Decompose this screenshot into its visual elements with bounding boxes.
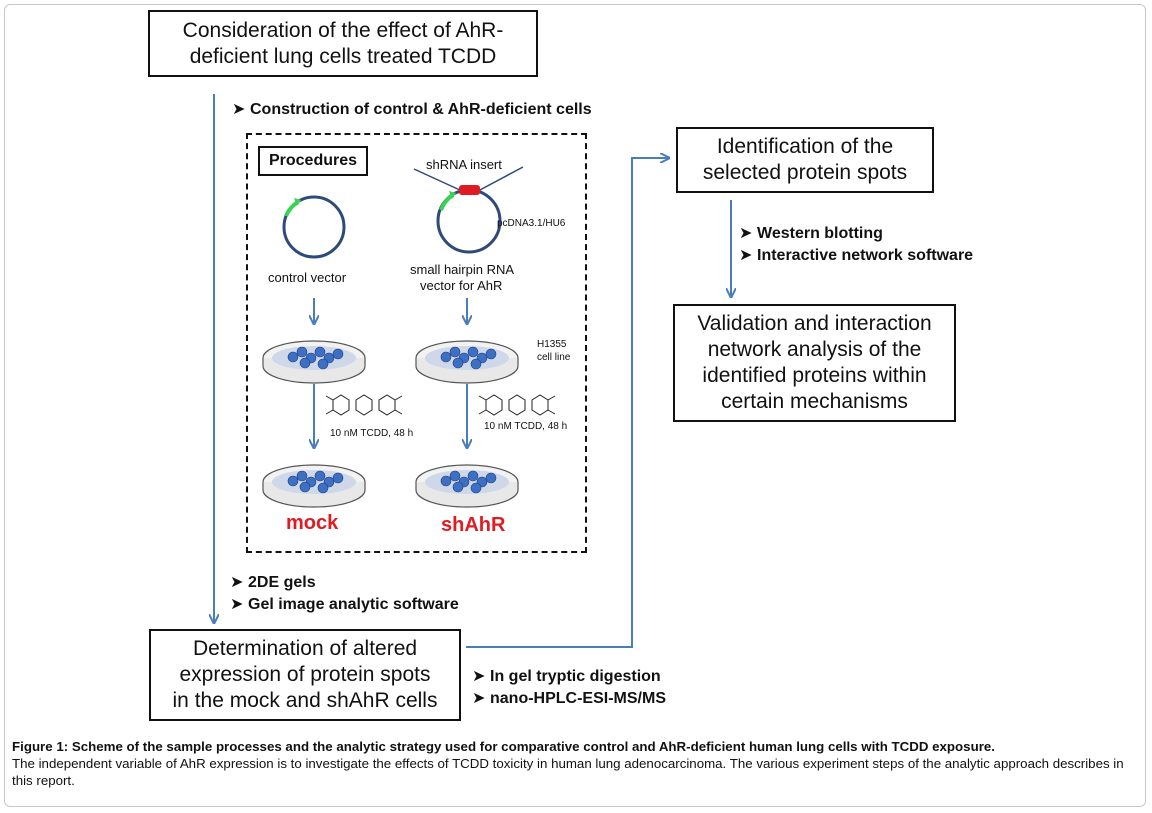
construction-text: Construction of control & AhR-deficient … [250, 101, 592, 118]
arrowhead-bullet-icon: ➤ [739, 247, 753, 264]
feedback-arrow [466, 158, 668, 648]
cell-line-label-2: cell line [537, 352, 571, 363]
consideration-box: Consideration of the effect of AhR- defi… [148, 10, 538, 77]
petri-dish-control-icon [262, 340, 366, 384]
western-text: Western blotting [757, 225, 883, 242]
procedures-dashed-box [246, 133, 587, 553]
arrowhead-bullet-icon: ➤ [472, 690, 486, 707]
petri-dish-mock-icon [262, 464, 366, 508]
in-gel-text: In gel tryptic digestion [490, 668, 661, 685]
identification-bullets: ➤Western blotting ➤Interactive network s… [739, 223, 973, 267]
tcdd-structure-right-icon [478, 394, 556, 416]
identification-box: Identification of the selected protein s… [676, 127, 934, 193]
validation-line-2: network analysis of the [707, 338, 922, 361]
petri-dish-shahr-treated-icon [415, 464, 519, 508]
tcdd-structure-left-icon [325, 394, 403, 416]
interactive-text: Interactive network software [757, 247, 974, 264]
determination-line-1: Determination of altered [192, 637, 418, 660]
identification-line-2: selected protein spots [702, 161, 908, 184]
construction-bullet: ➤Construction of control & AhR-deficient… [232, 99, 592, 121]
gel-bullets: ➤2DE gels ➤Gel image analytic software [230, 572, 459, 616]
control-vector-label: control vector [268, 270, 347, 285]
nano-text: nano-HPLC-ESI-MS/MS [490, 690, 666, 707]
determination-line-2: expression of protein spots [179, 663, 431, 686]
procedures-title: Procedures [258, 146, 368, 176]
validation-line-1: Validation and interaction [697, 312, 932, 335]
shrna-plasmid-icon [413, 166, 524, 254]
control-plasmid-icon [282, 195, 346, 259]
petri-dish-shahr-icon [415, 340, 519, 384]
figure-frame [4, 4, 1146, 807]
hairpin-label-2: vector for AhR [420, 278, 503, 293]
gel-software-text: Gel image analytic software [248, 596, 459, 613]
arrowhead-bullet-icon: ➤ [472, 668, 486, 685]
arrowhead-bullet-icon: ➤ [230, 596, 244, 613]
treatment-right-label: 10 nM TCDD, 48 h [484, 421, 568, 432]
hairpin-label-1: small hairpin RNA [410, 262, 515, 277]
figure-caption: Figure 1: Scheme of the sample processes… [12, 738, 1142, 789]
cell-line-label-1: H1355 [537, 339, 567, 350]
validation-line-4: certain mechanisms [721, 390, 908, 413]
ms-bullets: ➤In gel tryptic digestion ➤nano-HPLC-ESI… [472, 666, 666, 710]
shahr-label: shAhR [441, 514, 506, 536]
treatment-left-label: 10 nM TCDD, 48 h [330, 428, 414, 439]
arrowhead-bullet-icon: ➤ [230, 574, 244, 591]
gels-text: 2DE gels [248, 574, 316, 591]
shrna-insert-label: shRNA insert [426, 157, 502, 172]
caption-bold: Figure 1: Scheme of the sample processes… [12, 739, 995, 754]
arrowhead-bullet-icon: ➤ [232, 101, 246, 118]
determination-box: Determination of altered expression of p… [149, 629, 461, 721]
mock-label: mock [286, 512, 339, 534]
consideration-line-1: Consideration of the effect of AhR- [182, 18, 504, 42]
plasmid-label: pcDNA3.1/HU6 [497, 218, 566, 229]
validation-line-3: identified proteins within [702, 364, 927, 387]
consideration-line-2: deficient lung cells treated TCDD [189, 44, 497, 68]
identification-line-1: Identification of the [716, 135, 894, 158]
caption-normal: The independent variable of AhR expressi… [12, 756, 1124, 788]
validation-box: Validation and interaction network analy… [673, 304, 956, 422]
arrowhead-bullet-icon: ➤ [739, 225, 753, 242]
determination-line-3: in the mock and shAhR cells [172, 689, 438, 712]
